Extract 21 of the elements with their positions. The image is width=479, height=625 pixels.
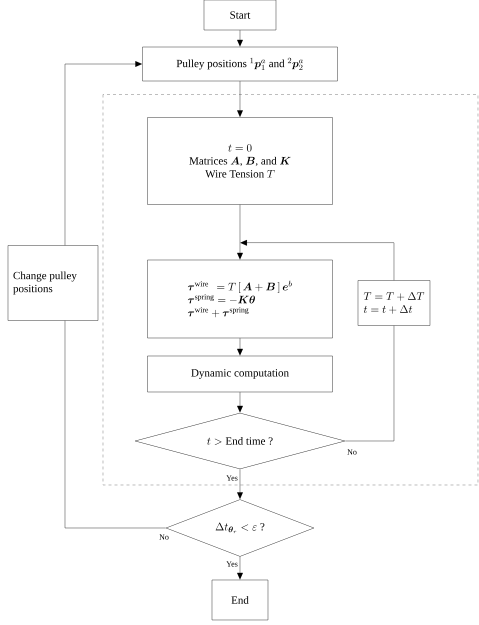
arrow [240,240,394,280]
edge-label: No [346,448,358,456]
arrow [237,81,243,117]
edge-label: Yes [225,560,239,568]
process-box: $T=T+\Delta T$ $t=t+\Delta t$ [358,280,430,326]
process-box: Dynamic computation [147,356,333,392]
process-box: $\boldsymbol{\tau}^{\text{wire}}\ \,=T\,[\,\boldsymbol{A}+\boldsymbol{B}\,]\,\boldsymbol{e}^b$ $\boldsymbol{\tau}^{\text{spring}}=-\boldsymbol{K}\boldsymbol{\theta}$ $\boldsymbol{\tau}^{\text{wire}}+\boldsymbol{\tau}^{\text{spring}}$ [147,260,333,338]
process-box: End [212,580,268,620]
arrow [237,30,243,46]
arrow [237,469,243,499]
process-box: Change pulley positions [8,245,98,321]
process-box: Start [204,0,276,30]
process-box: $\text{Pulley positions }{}^1\boldsymbol{p}_1^a\text{ and }{}^2\boldsymbol{p}_2^a$ [142,46,338,82]
arrow [237,556,243,580]
arrow [64,61,142,246]
dashed-group-box [102,94,478,486]
arrow [237,338,243,356]
edge-label: Yes [225,474,239,482]
arrow [237,204,243,260]
arrow [237,392,243,412]
process-box: $t=0$ $\text{Matrices }\boldsymbol{A}\text{, }\boldsymbol{B}\text{, and }\boldsymbol{K}$ $\text{Wire Tension }T$ [147,117,333,205]
